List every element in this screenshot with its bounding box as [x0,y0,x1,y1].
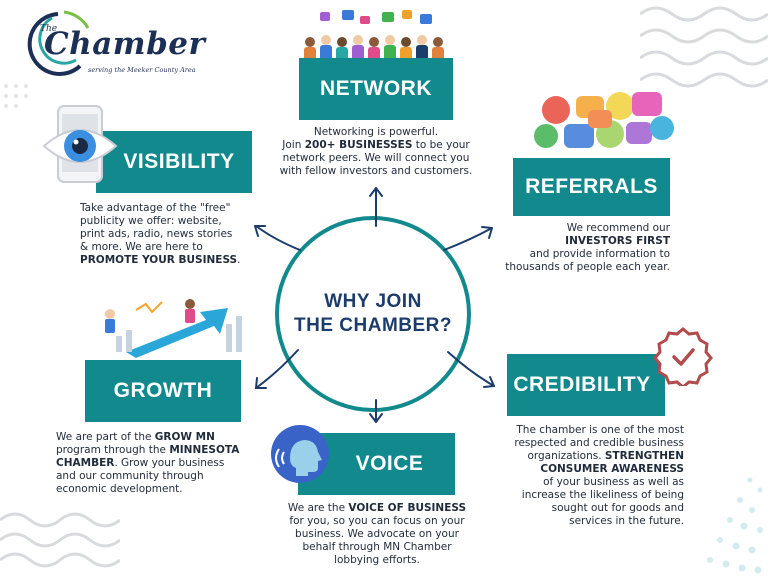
referrals-description: We recommend our INVESTORS FIRST and pro… [505,222,670,273]
arrow-down-right-icon [447,351,495,388]
network-description: Networking is powerful. Join 200+ BUSINE… [279,126,473,177]
arrow-up-icon [369,187,383,227]
wave-decoration-bottom-left [0,512,120,568]
speech-bubbles-illustration [534,92,674,148]
visibility-title: VISIBILITY [123,150,235,173]
dot-decoration-top-left [4,84,28,108]
center-heading-line1: WHY JOIN [324,291,422,312]
arrow-up-left-icon [254,225,301,251]
credibility-title-box: CREDIBILITY [507,354,665,416]
referrals-title: REFERRALS [525,175,658,198]
speaking-head-icon [271,425,329,483]
voice-description: We are the VOICE OF BUSINESS for you, so… [287,502,467,566]
credibility-description: The chamber is one of the most respected… [514,424,684,527]
arrow-up-right-icon [443,226,493,251]
referrals-title-box: REFERRALS [513,158,670,216]
crowd-illustration [304,10,444,61]
arrow-down-icon [369,399,383,423]
growth-title-box: GROWTH [85,360,241,422]
logo-word: Chamber [44,26,206,62]
chamber-logo: The Chamber serving the Meeker County Ar… [18,8,205,78]
center-heading-line2: THE CHAMBER? [294,315,452,336]
arrow-down-left-icon [255,349,299,389]
growth-description: We are part of the GROW MN program throu… [56,431,240,495]
visibility-title-box: VISIBILITY [96,131,252,193]
credibility-title: CREDIBILITY [513,373,651,396]
network-title: NETWORK [320,77,432,100]
logo-tagline: serving the Meeker County Area [88,66,196,74]
center-circle: WHY JOIN THE CHAMBER? [275,216,471,412]
visibility-description: Take advantage of the "free" publicity w… [80,202,241,266]
logo-swoosh-icon [27,10,90,76]
check-badge-icon [653,327,713,386]
growth-title: GROWTH [113,379,213,402]
growth-arrow-illustration [105,299,242,358]
logo-prefix: The [40,24,58,34]
network-title-box: NETWORK [299,58,453,120]
voice-title: VOICE [355,452,424,475]
dot-decoration-bottom-right [707,477,763,574]
eye-phone-icon [42,105,118,183]
wave-decoration-top-right [640,6,768,88]
